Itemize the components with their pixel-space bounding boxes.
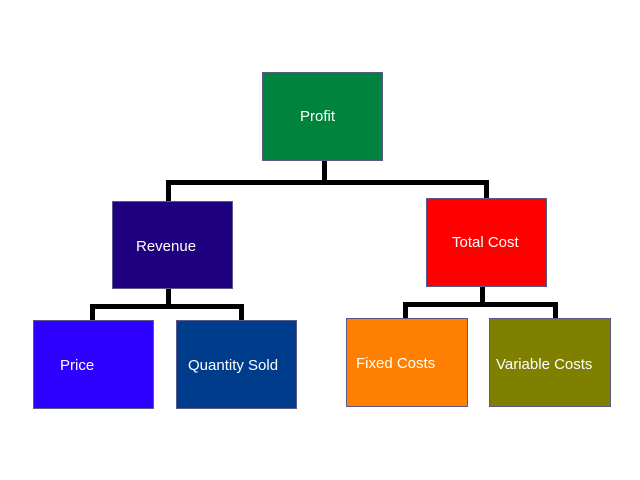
connector-total-cost-bar bbox=[403, 302, 558, 307]
node-quantity-sold: Quantity Sold bbox=[176, 320, 297, 409]
connector-to-revenue bbox=[166, 180, 171, 202]
connector-to-price bbox=[90, 304, 95, 322]
node-price: Price bbox=[33, 320, 154, 409]
node-total-cost: Total Cost bbox=[426, 198, 547, 287]
connector-revenue-bar bbox=[90, 304, 244, 309]
connector-to-total-cost bbox=[484, 180, 489, 200]
node-variable-costs: Variable Costs bbox=[489, 318, 611, 407]
connector-to-variable-costs bbox=[553, 302, 558, 320]
connector-to-quantity-sold bbox=[239, 304, 244, 322]
connector-profit-stem bbox=[322, 161, 327, 183]
node-profit-label: Profit bbox=[300, 108, 336, 125]
node-fixed-costs: Fixed Costs bbox=[346, 318, 468, 407]
connector-profit-bar bbox=[166, 180, 489, 185]
node-quantity-sold-label: Quantity Sold bbox=[188, 357, 279, 374]
node-price-label: Price bbox=[60, 357, 95, 374]
connector-to-fixed-costs bbox=[403, 302, 408, 320]
node-fixed-costs-label: Fixed Costs bbox=[356, 355, 436, 372]
node-variable-costs-label: Variable Costs bbox=[496, 356, 593, 373]
node-profit: Profit bbox=[262, 72, 383, 161]
connector-total-cost-stem bbox=[480, 286, 485, 306]
node-revenue-label: Revenue bbox=[136, 237, 197, 255]
node-total-cost-label: Total Cost bbox=[452, 234, 519, 251]
node-revenue: Revenue bbox=[112, 201, 233, 289]
connector-revenue-stem bbox=[166, 288, 171, 308]
